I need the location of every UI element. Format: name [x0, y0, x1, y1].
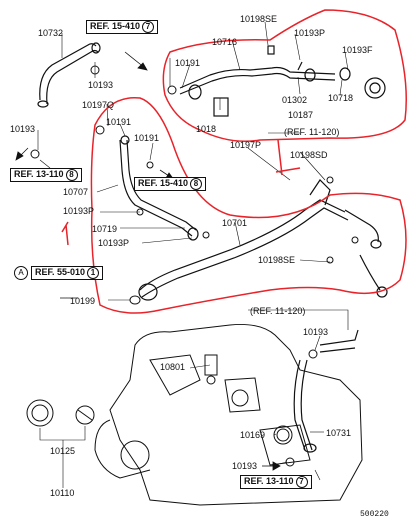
- pipe-10716: [179, 45, 386, 117]
- ref-circle-number: 1: [87, 267, 100, 279]
- part-label-10187: 10187: [288, 110, 314, 120]
- part-label-10701: 10701: [222, 218, 248, 228]
- part-label-10193p-mid: 10193P: [63, 206, 95, 216]
- ref-circle-number: 8: [190, 178, 203, 190]
- part-label-10181: 1018: [196, 124, 217, 134]
- part-label-10193-low: 10193: [303, 327, 329, 337]
- part-label-10193-left: 10193: [10, 124, 36, 134]
- hose-10732: [37, 42, 101, 108]
- ref-plain-11-120-top[interactable]: (REF. 11-120): [284, 127, 340, 137]
- part-label-10191-right: 10191: [134, 133, 160, 143]
- part-label-10707: 10707: [63, 187, 89, 197]
- part-label-10110: 10110: [50, 488, 75, 498]
- ref-circle-number: 7: [295, 476, 308, 488]
- part-label-10193-a: 10193: [88, 80, 114, 90]
- part-label-10197q: 10197Q: [82, 100, 115, 110]
- part-label-10198se-top: 10198SE: [240, 14, 278, 24]
- pipe-10701: [138, 179, 388, 301]
- part-label-10193p-top: 10193P: [294, 28, 326, 38]
- part-label-10193-bottom: 10193: [232, 461, 258, 471]
- part-label-10193f: 10193F: [342, 45, 373, 55]
- ref-circle-number: 8: [65, 169, 78, 181]
- part-label-10731: 10731: [326, 428, 352, 438]
- engine-block: [94, 324, 363, 506]
- part-label-10193p-low: 10193P: [98, 238, 130, 248]
- part-label-01302: 01302: [282, 95, 308, 105]
- part-label-10719: 10719: [92, 224, 118, 234]
- part-label-10169: 10169: [240, 430, 266, 440]
- ref-text: REF. 55-010: [35, 267, 86, 277]
- part-label-10716: 10716: [212, 37, 238, 47]
- part-label-10199: 10199: [70, 296, 96, 306]
- ref-text: REF. 13-110: [244, 476, 294, 486]
- ref-circle-number: 7: [142, 21, 155, 33]
- ref-text: REF. 15-410: [90, 21, 141, 31]
- part-label-10125: 10125: [50, 446, 76, 456]
- part-label-10191-top: 10191: [175, 58, 201, 68]
- part-label-10718: 10718: [328, 93, 354, 103]
- clamp-10169: [273, 425, 293, 445]
- part-label-10732: 10732: [38, 28, 64, 38]
- part-label-10191-mid: 10191: [106, 117, 132, 127]
- callout-a: A: [14, 266, 28, 280]
- ref-text: REF. 15-410: [138, 178, 189, 188]
- ref-arrows: [15, 51, 281, 471]
- part-label-10801: 10801: [160, 362, 186, 372]
- thermostat-10125: [26, 399, 95, 427]
- ref-text: REF. 13-110: [14, 169, 64, 179]
- document-number: 500220: [360, 510, 389, 519]
- ref-plain-11-120-low[interactable]: (REF. 11-120): [250, 306, 306, 316]
- part-label-10198sd: 10198SD: [290, 150, 328, 160]
- part-label-10198se-mid: 10198SE: [258, 255, 296, 265]
- part-label-10197p: 10197P: [230, 140, 262, 150]
- red-markup: [61, 9, 407, 314]
